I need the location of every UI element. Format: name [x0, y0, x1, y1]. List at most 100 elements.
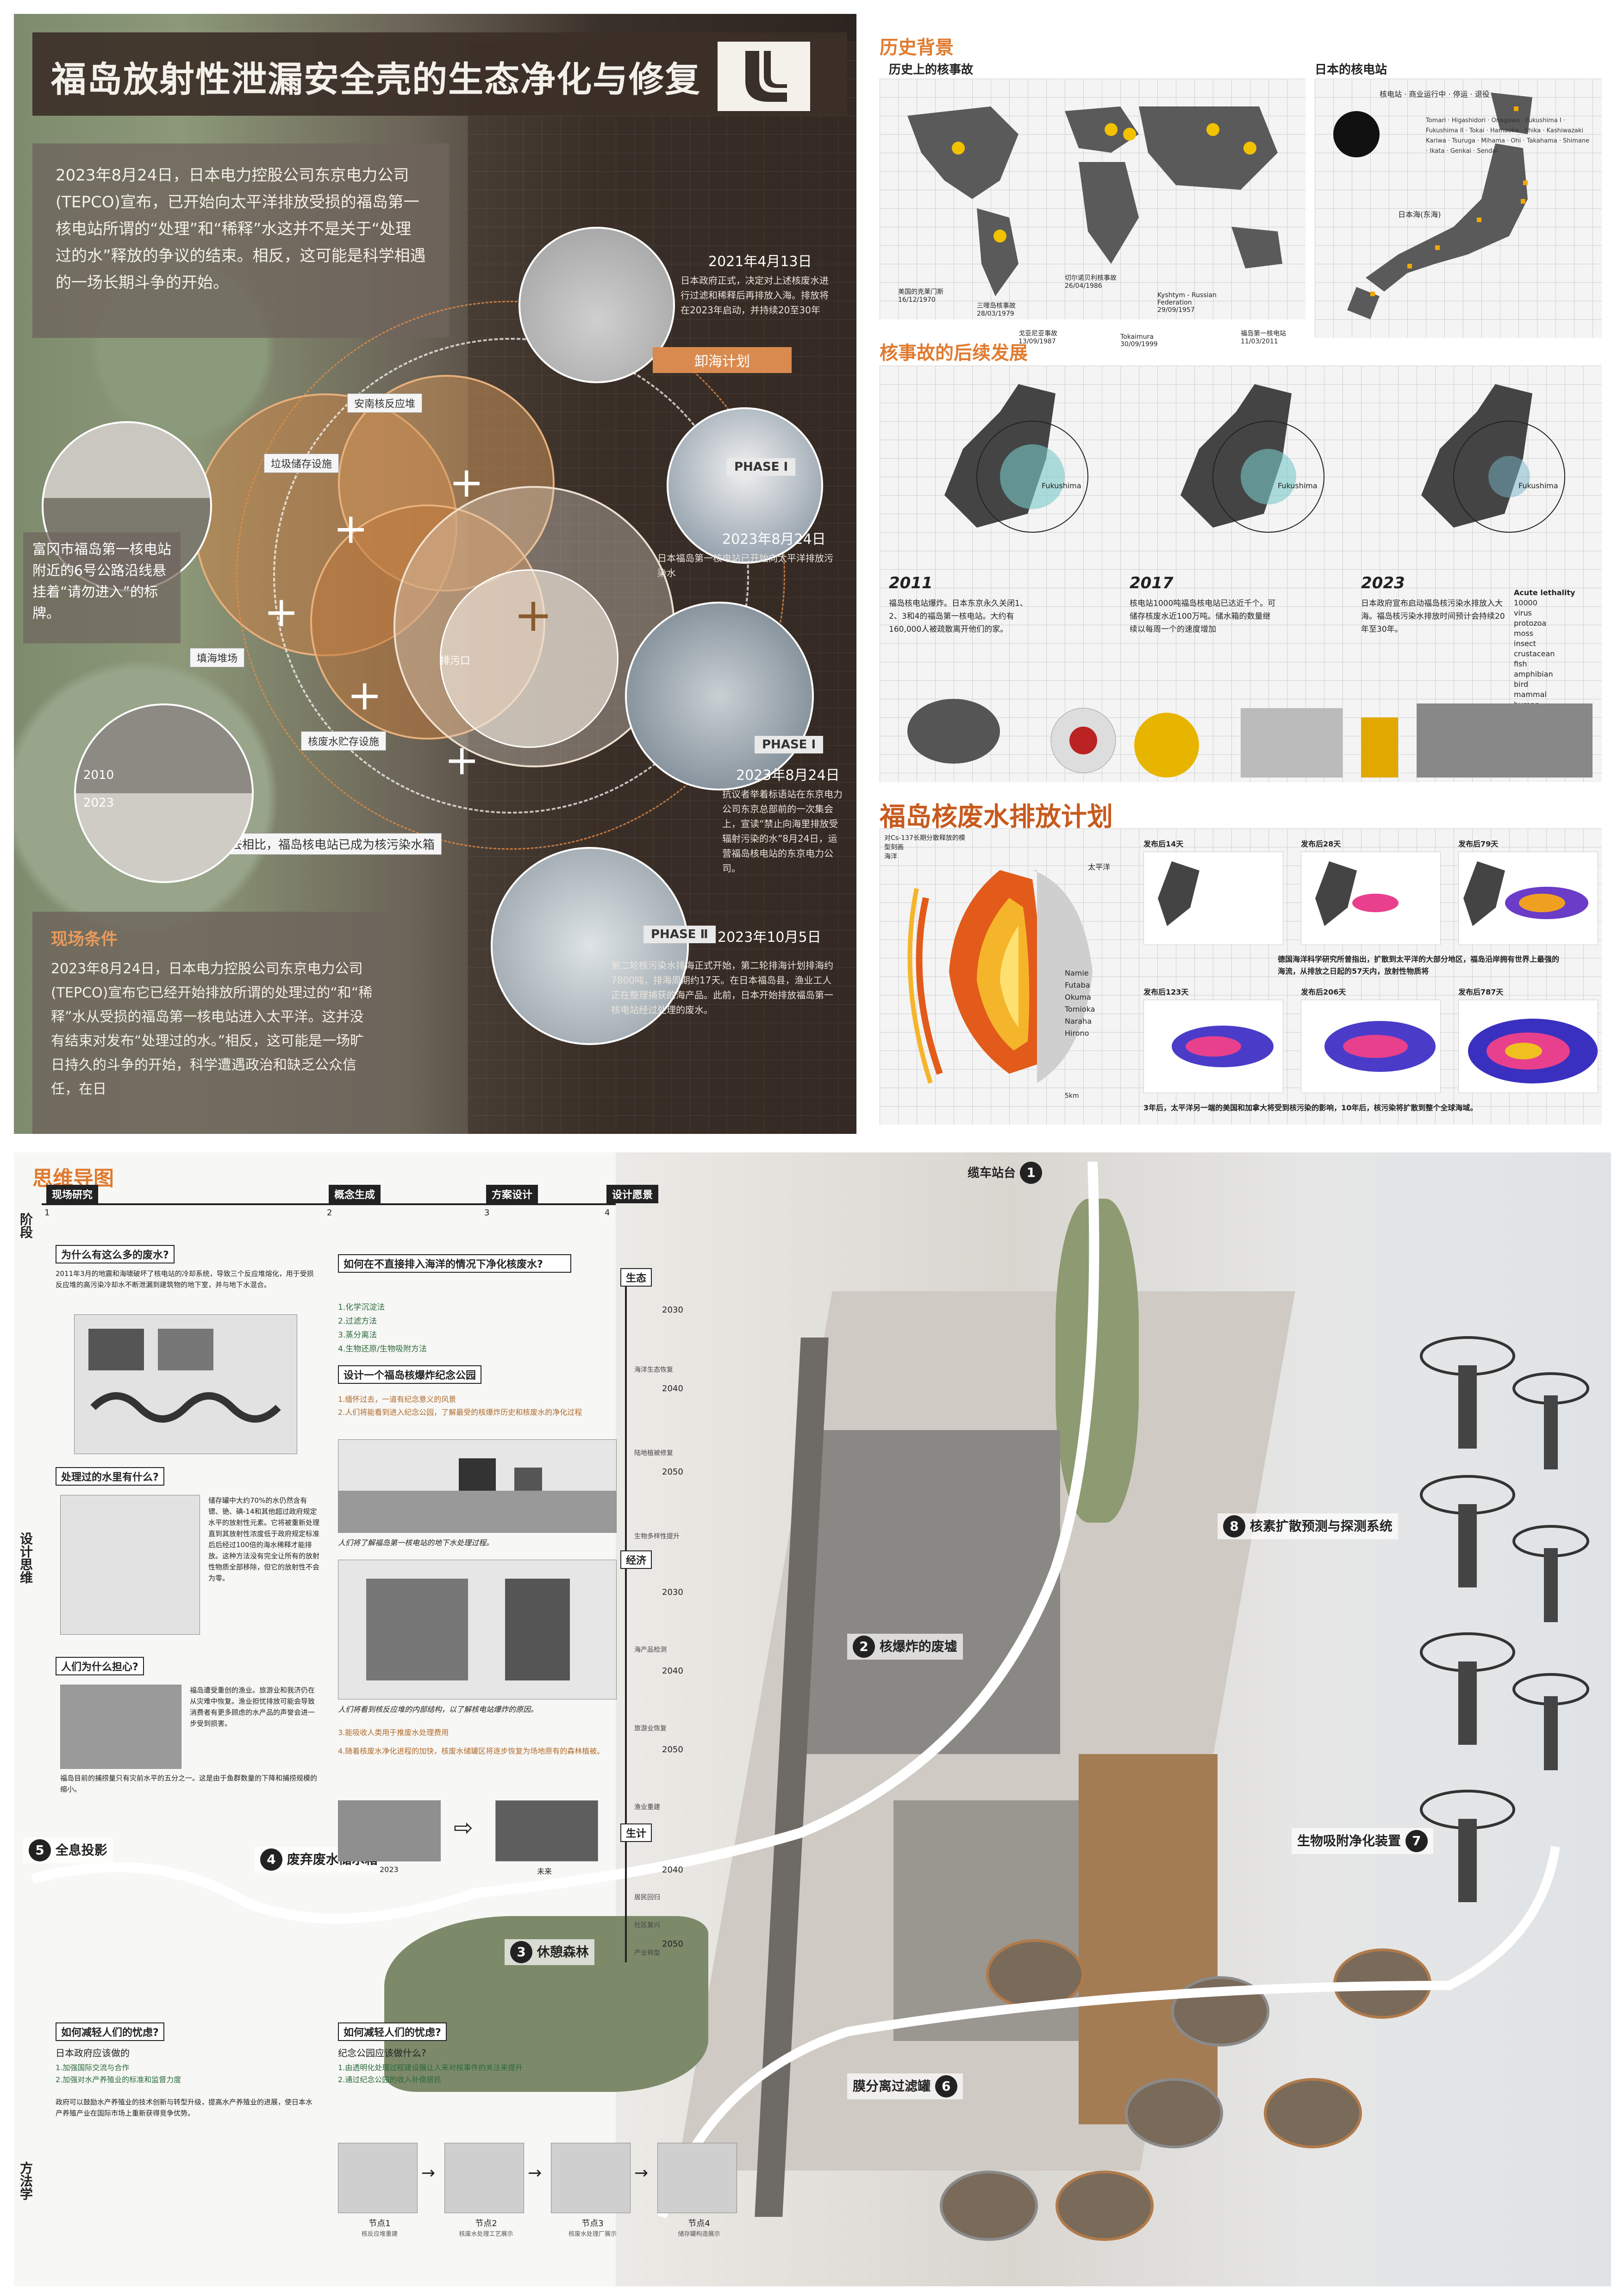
group-life: 生计 — [620, 1823, 652, 1842]
timeline-date-4: 2023年10月5日 — [718, 929, 821, 946]
side-method: 方法学 — [18, 2161, 33, 2200]
panel-28-label: 发布后28天 — [1301, 840, 1341, 848]
mid-note: 德国海洋科学研究所曾指出，扩散到太平洋的大部分地区，福岛沿岸拥有世界上最强的海流… — [1278, 955, 1560, 976]
q3-photo — [60, 1685, 181, 1769]
year-life-2: 2050 — [662, 1939, 683, 1949]
panel-123 — [1143, 1000, 1283, 1093]
side-design: 设计思维 — [18, 1532, 33, 1584]
panel-787 — [1458, 1000, 1598, 1093]
q3-text-2: 福岛目前的捕捞量只有灾前水平的五分之一。这是由于鱼群数量的下降和捕捞规模的缩小。 — [60, 1774, 318, 1793]
foot-note: 3年后，太平洋另一端的美国和加拿大将受到核污染的影响，10年后，核污染将扩散到整… — [1143, 1103, 1478, 1112]
item-3: 3.能吸收人类用于推废水处理费用 — [338, 1728, 449, 1737]
tank — [1056, 2171, 1154, 2241]
timeline-text-1: 日本政府正式，决定对上述核废水进行过滤和稀释后再排放入海。排放将在2023年启动… — [681, 275, 829, 316]
compare-photo — [74, 703, 254, 883]
year-eco-3: 2050 — [662, 1467, 683, 1477]
stage-3[interactable]: 方案设计 — [486, 1185, 538, 1203]
side-stage: 阶段 — [18, 1213, 33, 1238]
tank — [1125, 2078, 1223, 2148]
q5-tag: 设计一个福岛核爆炸纪念公园 — [338, 1365, 482, 1384]
year-econ-2: 2040 — [662, 1666, 683, 1676]
stage-num-4: 4 — [605, 1208, 610, 1218]
panel-14-label: 发布后14天 — [1143, 840, 1184, 848]
model-note: 对Cs-137长期分散释放的模型刻画 — [884, 834, 965, 851]
node-arrow-1: → — [421, 2164, 436, 2183]
timeline-text-4: 第二轮核污染水排海正式开始，第二轮排海计划排海约7800吨，排海周期约17天。在… — [611, 960, 833, 1015]
node-7[interactable]: 生物吸附净化装置 7 — [1292, 1828, 1433, 1854]
q2-diagram — [60, 1495, 200, 1635]
q1-text: 2011年3月的地震和海啸破坏了核电站的冷却系统，导致三个反应堆熔化，用于受损反… — [56, 1269, 314, 1289]
q7-sub: 纪念公园应该做什么? — [338, 2047, 426, 2059]
timeline-photo-2 — [667, 407, 823, 564]
photo-strip — [880, 690, 1602, 782]
release-title: 福岛核废水排放计划 — [880, 802, 1113, 832]
dispersion-map — [898, 842, 1120, 1101]
intro-text: 2023年8月24日，日本电力控股公司东京电力公司(TEPCO)宣布，已开始向太… — [56, 166, 426, 292]
japan-legend: 核电站 · 商业运行中 · 停运 · 退役 — [1380, 90, 1490, 99]
label-wastewater: 核废水贮存设施 — [301, 731, 387, 751]
stage-year-2011: 2011 — [889, 574, 933, 592]
vertical-timeline — [625, 1268, 655, 1962]
compare-year-b: 2023 — [83, 796, 114, 810]
timeline-date-1: 2021年4月13日 — [708, 254, 812, 270]
stage-text-2017: 核电站1000吨福岛核电站已达近千个。可储存核废水近100万吨。储水箱的数量继续… — [1130, 599, 1276, 634]
q6-tag: 如何减轻人们的忧虑? — [56, 2022, 164, 2041]
node-8[interactable]: 8 核素扩散预测与探测系统 — [1218, 1513, 1398, 1539]
stage-4[interactable]: 设计愿景 — [606, 1185, 659, 1203]
img-year-b: 未来 — [537, 1867, 552, 1876]
sea-label: 日本海(东海) — [1398, 210, 1441, 219]
node-6[interactable]: 膜分离过滤罐 6 — [847, 2073, 963, 2099]
panel-123-label: 发布后123天 — [1143, 988, 1189, 996]
node-3[interactable]: 3 休憩森林 — [505, 1939, 594, 1965]
title-bar — [32, 32, 847, 116]
year-eco-1: 2030 — [662, 1305, 683, 1315]
plus-marker: + — [347, 671, 382, 720]
cable-path — [31, 1161, 1560, 2219]
stage-text-2011: 福岛核电站爆炸。日本东京永久关闭1、2、3和4的福岛第一核电站。大约有160,0… — [889, 599, 1028, 634]
group-eco: 生态 — [620, 1268, 652, 1287]
panel-787-label: 发布后787天 — [1458, 988, 1504, 996]
stage-2[interactable]: 概念生成 — [329, 1185, 381, 1203]
phase-badge-2: PHASE Ⅰ — [755, 736, 824, 753]
stage-1[interactable]: 现场研究 — [46, 1185, 99, 1203]
q3-text: 福岛遭受重创的渔业。旅游业和我济仍在从灾难中恢复。渔业担忧排放可能会导致消费者有… — [190, 1686, 315, 1728]
site-status-box: 现场条件 2023年8月24日，日本电力控股公司东京电力公司(TEPCO)宣布它… — [32, 912, 394, 1134]
label-landfill: 填海堆场 — [190, 648, 245, 667]
phase-badge-3: PHASE Ⅱ — [643, 926, 716, 943]
intro-box: 2023年8月24日，日本电力控股公司东京电力公司(TEPCO)宣布，已开始向太… — [32, 143, 449, 338]
node-2[interactable]: 2 核爆炸的废墟 — [847, 1634, 963, 1660]
pacific-label: 太平洋 — [1088, 863, 1111, 871]
node-5[interactable]: 5 全息投影 — [23, 1837, 113, 1863]
phase-badge-1: PHASE Ⅰ — [727, 458, 796, 476]
place-label-3: Fukushima — [1518, 481, 1558, 490]
japan-map — [1315, 79, 1602, 338]
plan-label: 卸海计划 — [653, 347, 792, 373]
reactor-diagram — [338, 1560, 617, 1699]
label-anshen: 安南核反应堆 — [347, 393, 423, 413]
panel-14 — [1143, 852, 1283, 945]
stage-num-1: 1 — [44, 1208, 50, 1218]
panel-79 — [1458, 852, 1598, 945]
label-outfall: 排污口 — [440, 655, 471, 667]
tank — [940, 2171, 1038, 2241]
poster-panel: 福岛放射性泄漏安全壳的生态净化与修复 2023年8月24日，日本电力控股公司东京… — [14, 14, 856, 1134]
outer-dashed-ring-2 — [236, 301, 785, 850]
stage-year-2017: 2017 — [1130, 574, 1174, 592]
panel-79-label: 发布后79天 — [1458, 840, 1499, 848]
node-1[interactable]: 缆车站台 1 — [968, 1162, 1043, 1184]
q2-text: 储存罐中大约70%的水仍然含有锶、铯、碘-14和其他超过政府规定水平的放射性元素… — [208, 1496, 320, 1582]
aftermath-map-1 — [907, 375, 1102, 560]
aftermath-map-2 — [1143, 375, 1338, 560]
img-2023 — [338, 1800, 441, 1861]
timeline-text-2: 日本福岛第一核电站已开始向太平洋排放污染水 — [657, 553, 833, 579]
node-img-1 — [338, 2143, 418, 2213]
